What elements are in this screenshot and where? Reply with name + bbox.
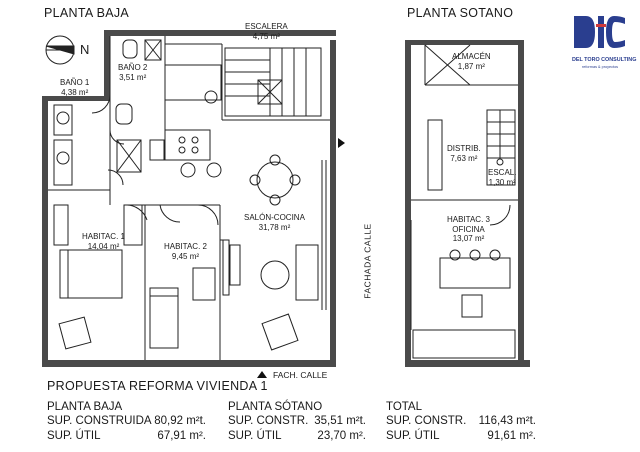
facade-arrow-icon <box>338 138 345 148</box>
summary-label: SUP. CONSTR. <box>386 415 467 427</box>
logo-company-text: DEL TORO CONSULTING <box>572 57 637 63</box>
north-label: N <box>80 42 90 57</box>
facade-vertical-label: FACHADA CALLE <box>362 223 373 299</box>
summary-value: 35,51 m²t. <box>314 415 366 427</box>
summary-value: 67,91 m². <box>157 430 206 442</box>
compass-icon <box>45 35 75 65</box>
basement-title: PLANTA SOTANO <box>407 6 514 20</box>
facade-arrow-bottom-icon <box>257 371 267 378</box>
facade-bottom-label: FACH. CALLE <box>273 370 328 380</box>
summary-header-planta-sotano: PLANTA SÓTANO <box>228 401 323 413</box>
summary-label: SUP. CONSTR. <box>228 415 309 427</box>
summary-label: SUP. CONSTRUIDA <box>47 415 152 427</box>
basement-plan <box>405 40 530 367</box>
summary-value: 91,61 m². <box>487 430 536 442</box>
summary-header-total: TOTAL <box>386 401 422 413</box>
room-label-distrib: DISTRIB.7,63 m² <box>447 144 481 163</box>
ground-floor-plan <box>42 30 336 367</box>
ground-floor-title: PLANTA BAJA <box>44 6 130 20</box>
basement-walls <box>405 40 530 367</box>
summary-label: SUP. ÚTIL <box>228 430 282 442</box>
logo-tagline-text: reformas & proyectos <box>582 65 619 69</box>
summary-value: 116,43 m²t. <box>478 415 536 427</box>
summary-value: 80,92 m²t. <box>154 415 206 427</box>
company-logo <box>572 12 628 54</box>
summary-label: SUP. ÚTIL <box>386 430 440 442</box>
proposal-title: PROPUESTA REFORMA VIVIENDA 1 <box>47 379 268 393</box>
room-label-escal: ESCAL.1,30 m² <box>488 168 517 187</box>
summary-value: 23,70 m². <box>317 430 366 442</box>
summary-label: SUP. ÚTIL <box>47 430 101 442</box>
summary-header-planta-baja: PLANTA BAJA <box>47 401 123 413</box>
ground-floor-walls <box>42 30 336 367</box>
